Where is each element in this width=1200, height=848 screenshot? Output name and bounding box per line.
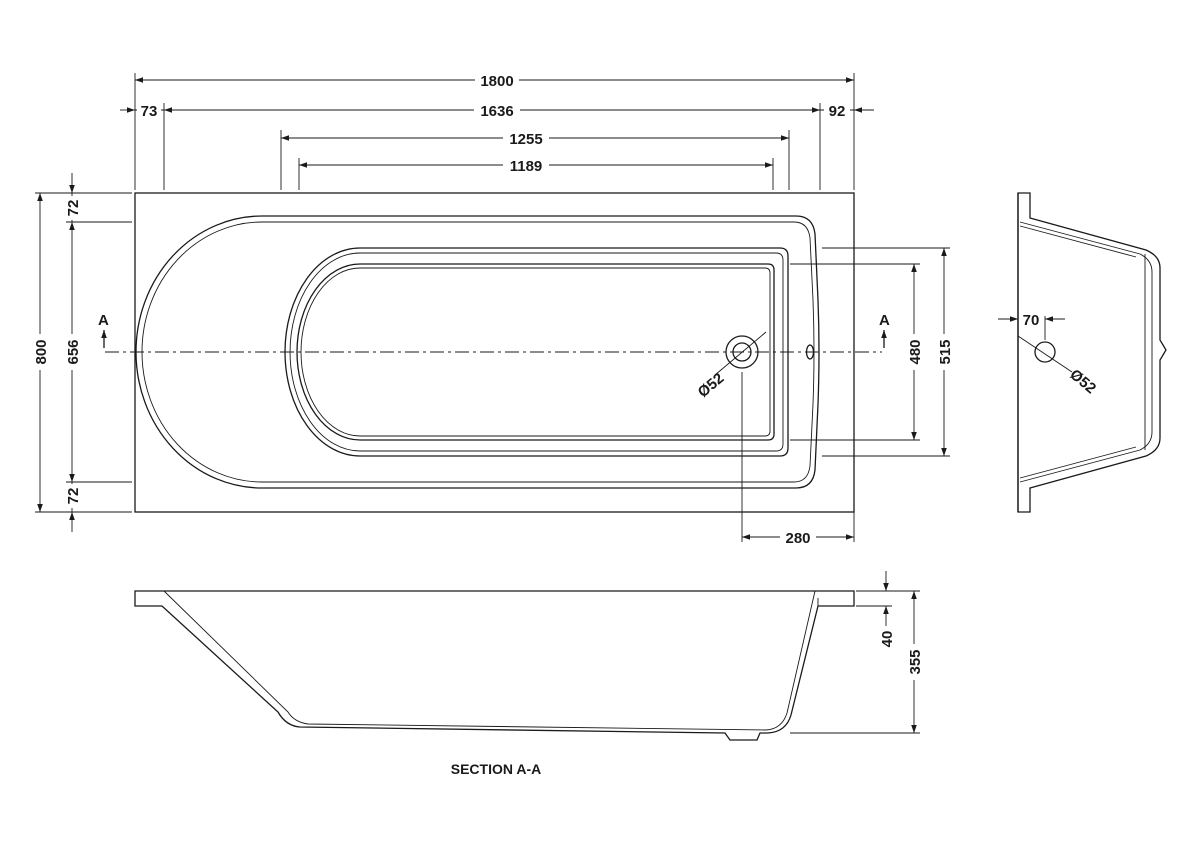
dim-left-rim: 73 [141, 103, 158, 120]
dim-rim-thickness: 40 [879, 631, 896, 648]
dim-right-rim: 92 [829, 103, 846, 120]
dim-inner-width: 656 [65, 339, 82, 364]
dim-waste-diameter: Ø52 [695, 370, 728, 401]
section-caption: SECTION A-A [451, 761, 541, 777]
horizontal-dimensions: 1800 73 1636 92 1255 1189 280 Ø52 [120, 70, 874, 547]
dim-bottom-rim: 72 [65, 488, 82, 505]
dim-bowl-length-outer: 1255 [509, 131, 542, 148]
dim-top-rim: 72 [65, 200, 82, 217]
section-outline [134, 590, 855, 741]
section-view: 40 355 SECTION A-A [134, 571, 924, 777]
dim-bowl-width-outer: 515 [937, 339, 954, 364]
end-view: 70 Ø52 [998, 192, 1167, 513]
dim-end-waste-diameter: Ø52 [1066, 366, 1099, 397]
dim-inner-length: 1636 [480, 103, 513, 120]
bath-outer-bowl [135, 215, 820, 489]
end-view-outline [1017, 192, 1167, 513]
dim-waste-offset: 280 [785, 530, 810, 547]
section-marker-left: A [98, 312, 109, 329]
vertical-dimensions-left: 800 72 656 72 [31, 173, 132, 532]
bowl-inner-outline [296, 263, 775, 441]
dim-overall-width: 800 [33, 339, 50, 364]
plan-view: A A [98, 192, 890, 513]
end-waste-outlet [1034, 341, 1056, 363]
dim-bowl-width-inner: 480 [907, 339, 924, 364]
vertical-dimensions-right: 480 515 [790, 247, 954, 457]
dim-overall-length: 1800 [480, 73, 513, 90]
dim-depth: 355 [907, 649, 924, 674]
bowl-outline [284, 247, 789, 457]
dim-end-waste-offset: 70 [1023, 312, 1040, 329]
dim-bowl-length-inner: 1189 [510, 158, 543, 175]
section-marker-right: A [879, 312, 890, 329]
